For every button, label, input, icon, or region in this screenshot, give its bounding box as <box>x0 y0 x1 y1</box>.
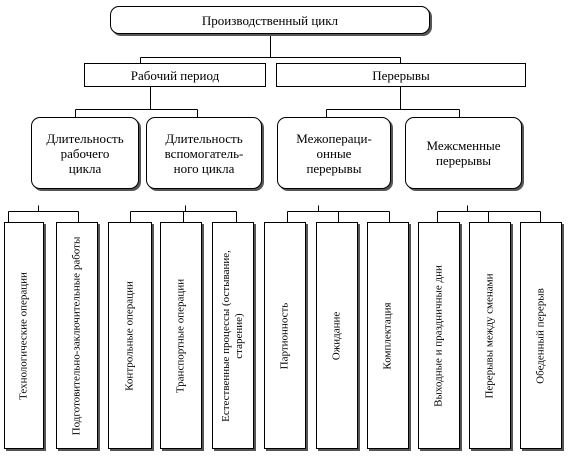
node-working-period: Рабочий период <box>84 63 266 87</box>
leaf-label: Естественные процессы (остывание, старен… <box>220 249 245 422</box>
leaf-label: Перерывы между сменами <box>483 272 496 399</box>
node-auxiliary-cycle-duration-label: Длительность вспомогатель- ного цикла <box>164 130 244 176</box>
node-breaks-label: Перерывы <box>372 67 430 83</box>
leaf-lunch-break: Обеденный перерыв <box>520 222 562 449</box>
leaf-control-operations: Контрольные операции <box>108 222 152 449</box>
leaf-breaks-between-shifts: Перерывы между сменами <box>469 222 511 449</box>
leaf-label: Контрольные операции <box>123 280 136 391</box>
leaf-label: Выходные и праздничные дни <box>432 264 445 407</box>
leaf-label: Подготовительно-заключительные работы <box>70 236 83 435</box>
node-interoperation-breaks-label: Межопераци- онные перерывы <box>296 130 372 176</box>
node-breaks: Перерывы <box>276 63 526 87</box>
leaf-batch-size: Партионность <box>264 222 306 449</box>
leaf-label: Транспортные операции <box>174 278 187 393</box>
node-intershift-breaks-label: Межсменные перерывы <box>426 138 501 168</box>
node-interoperation-breaks: Межопераци- онные перерывы <box>277 117 391 189</box>
node-auxiliary-cycle-duration: Длительность вспомогатель- ного цикла <box>146 117 262 189</box>
leaf-label: Технологические операции <box>17 271 30 400</box>
leaf-label: Ожидание <box>330 311 343 360</box>
leaf-assembly: Комплектация <box>367 222 409 449</box>
node-intershift-breaks: Межсменные перерывы <box>405 117 522 189</box>
leaf-preparatory-final-works: Подготовительно-заключительные работы <box>56 222 98 449</box>
leaf-waiting: Ожидание <box>316 222 358 449</box>
leaf-weekends-holidays: Выходные и праздничные дни <box>418 222 460 449</box>
node-working-cycle-duration: Длительность рабочего цикла <box>31 117 139 189</box>
root-node-label: Производственный цикл <box>201 12 339 28</box>
node-working-period-label: Рабочий период <box>130 67 220 83</box>
node-working-cycle-duration-label: Длительность рабочего цикла <box>46 130 124 176</box>
leaf-label: Комплектация <box>381 301 394 370</box>
leaf-technological-operations: Технологические операции <box>4 222 44 449</box>
leaf-label: Партионность <box>278 302 291 369</box>
leaf-natural-processes: Естественные процессы (остывание, старен… <box>212 222 254 449</box>
root-node-production-cycle: Производственный цикл <box>110 6 430 34</box>
leaf-label: Обеденный перерыв <box>534 287 547 384</box>
leaf-transport-operations: Транспортные операции <box>160 222 202 449</box>
